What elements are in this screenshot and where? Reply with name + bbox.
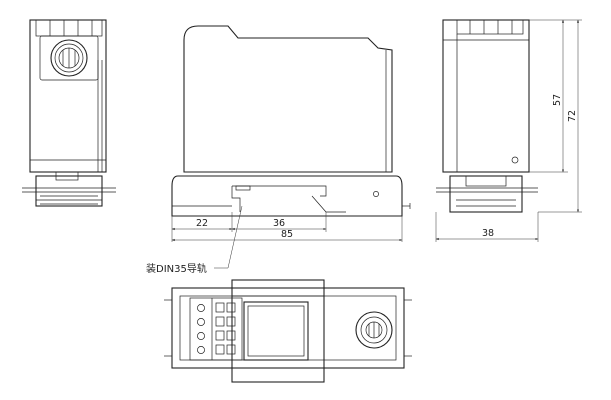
dimension-total-height: 72 xyxy=(567,110,578,122)
dimension-total-length: 85 xyxy=(281,229,293,240)
din-rail-annotation: 装DIN35导轨 xyxy=(146,205,243,275)
center-dimensions: 22 36 85 xyxy=(171,212,403,242)
right-end-view xyxy=(436,19,538,213)
center-side-view xyxy=(171,25,411,217)
right-dimensions: 38 57 72 xyxy=(435,19,582,242)
dimension-rail-offset: 22 xyxy=(196,218,208,229)
dimension-side-width: 38 xyxy=(482,228,494,239)
din-rail-mount-label: 装DIN35导轨 xyxy=(146,262,207,275)
round-connector-icon xyxy=(50,39,88,77)
dimension-rail-width: 36 xyxy=(273,218,285,229)
bottom-top-view xyxy=(164,279,412,383)
dimension-body-height: 57 xyxy=(552,94,563,106)
left-end-view xyxy=(22,19,116,207)
bottom-round-connector-icon xyxy=(355,311,393,349)
terminal-screws xyxy=(197,302,236,355)
